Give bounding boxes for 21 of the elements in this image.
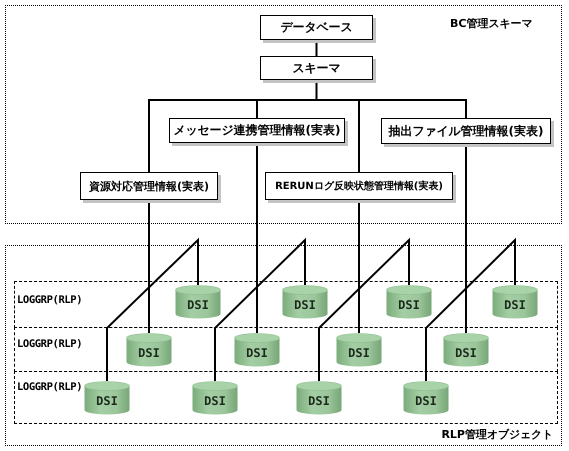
row-label: LOGGRP(RLP) xyxy=(17,337,82,351)
connector-line xyxy=(316,40,318,56)
group-title: RLP管理オブジェクト xyxy=(441,428,553,442)
table-box: データベース xyxy=(260,15,373,40)
group-title: BC管理スキーマ xyxy=(450,17,532,31)
connector-line xyxy=(316,80,467,118)
group-frame xyxy=(5,245,562,446)
row-frame xyxy=(14,281,558,328)
table-box: RERUNログ反映状態管理情報(実表) xyxy=(265,172,453,200)
row-label: LOGGRP(RLP) xyxy=(17,293,82,307)
table-box: メッセージ連携管理情報(実表) xyxy=(169,118,345,143)
table-box: 抽出ファイル管理情報(実表) xyxy=(381,118,551,144)
table-box: 資源対応管理情報(実表) xyxy=(80,172,218,200)
connector-line xyxy=(318,200,360,381)
table-box: スキーマ xyxy=(260,56,373,80)
connector-line xyxy=(425,144,467,381)
row-frame xyxy=(14,327,558,372)
group-frame xyxy=(5,5,562,224)
row-label: LOGGRP(RLP) xyxy=(17,380,82,394)
row-frame xyxy=(14,371,558,424)
connector-line xyxy=(214,143,258,381)
